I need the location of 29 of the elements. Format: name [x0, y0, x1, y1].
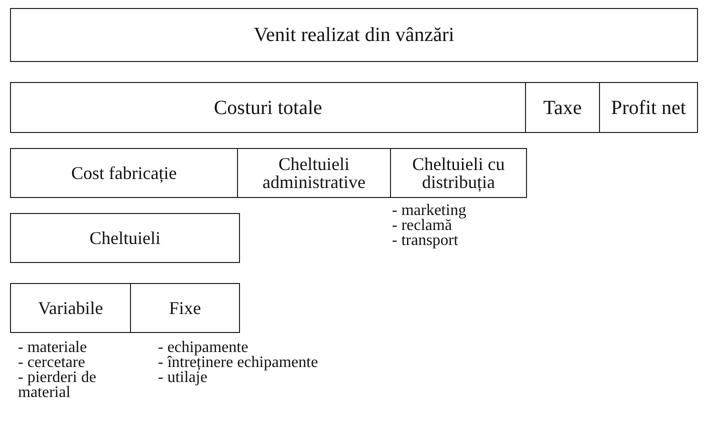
- list-item: - materiale: [18, 340, 88, 355]
- box-label: Fixe: [168, 299, 201, 317]
- list-item: - utilaje: [158, 370, 208, 385]
- list-item: - cercetare: [18, 355, 86, 370]
- category-box: [130, 283, 240, 333]
- category-box: [10, 8, 698, 62]
- box-label: Cost fabricație: [71, 164, 177, 182]
- category-box: [599, 82, 698, 133]
- box-label: Profit net: [611, 98, 686, 116]
- list-item: - întreținere echipamente: [158, 355, 318, 370]
- box-label: Costuri totale: [214, 98, 322, 116]
- box-label: Venit realizat din vânzări: [254, 26, 454, 44]
- category-box: [10, 213, 240, 263]
- list-item: - pierderi de material: [18, 370, 98, 400]
- list-item: - echipamente: [158, 340, 248, 355]
- box-label: Cheltuieli administrative: [262, 155, 366, 191]
- box-label: Cheltuieli cu distribuția: [411, 155, 506, 191]
- box-label: Cheltuieli: [90, 229, 160, 247]
- box-label: Variabile: [38, 299, 103, 317]
- box-label: Taxe: [543, 98, 582, 116]
- category-box: [10, 148, 238, 198]
- list-item: - reclamă: [392, 218, 452, 233]
- category-box: [237, 148, 391, 198]
- category-box: [390, 148, 527, 198]
- list-item: - marketing: [392, 203, 466, 218]
- list-item: - transport: [392, 233, 460, 248]
- category-box: [10, 283, 131, 333]
- category-box: [525, 82, 600, 133]
- category-box: [10, 82, 526, 133]
